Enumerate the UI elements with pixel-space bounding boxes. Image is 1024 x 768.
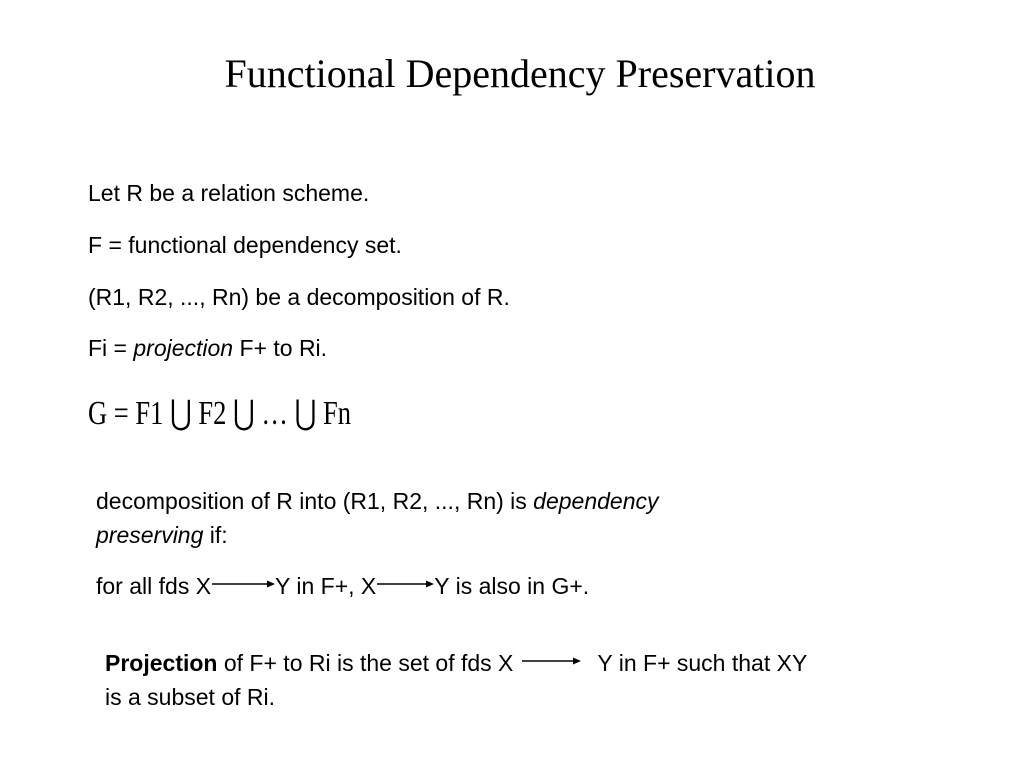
preserving-line-1: decomposition of R into (R1, R2, ..., Rn… <box>96 486 659 516</box>
definition-projection-term: projection <box>133 335 234 361</box>
definition-relation-scheme: Let R be a relation scheme. <box>88 180 370 206</box>
union-formula: G = F1 ⋃ F2 ⋃ … ⋃ Fn <box>88 395 351 432</box>
preserving-condition: for all fds X Y in F+, X Y is also in G+. <box>96 571 589 601</box>
definition-decomposition: (R1, R2, ..., Rn) be a decomposition of … <box>88 284 510 310</box>
slide-title: Functional Dependency Preservation <box>224 51 816 96</box>
arrow-icon <box>521 656 582 666</box>
arrow-icon <box>376 579 435 589</box>
preserving-term-preserving: preserving <box>96 522 204 548</box>
preserving-term-dependency: dependency <box>533 488 659 514</box>
definition-projection: Fi = projection F+ to Ri. <box>88 333 327 363</box>
definition-fd-set: F = functional dependency set. <box>88 232 402 258</box>
projection-note-bold-term: Projection <box>105 650 218 676</box>
preserving-line-2: preserving if: <box>96 520 228 550</box>
arrow-icon <box>211 579 276 589</box>
preserving-line-1-text: decomposition of R into (R1, R2, ..., Rn… <box>96 488 534 514</box>
preserving-line-2-text: if: <box>203 522 228 548</box>
definition-projection-prefix: Fi = <box>88 335 134 361</box>
preserving-condition-part-2: Y in F+, X <box>275 573 377 599</box>
preserving-condition-part-3: Y is also in G+. <box>434 573 590 599</box>
projection-note-text-1: of F+ to Ri is the set of fds X <box>217 650 514 676</box>
definition-projection-suffix: F+ to Ri. <box>233 335 328 361</box>
projection-note-line-2: is a subset of Ri. <box>105 684 276 710</box>
preserving-condition-part-1: for all fds X <box>96 573 212 599</box>
projection-note-line-1: Projection of F+ to Ri is the set of fds… <box>105 648 807 678</box>
projection-note-text-2: Y in F+ such that XY <box>597 650 808 676</box>
